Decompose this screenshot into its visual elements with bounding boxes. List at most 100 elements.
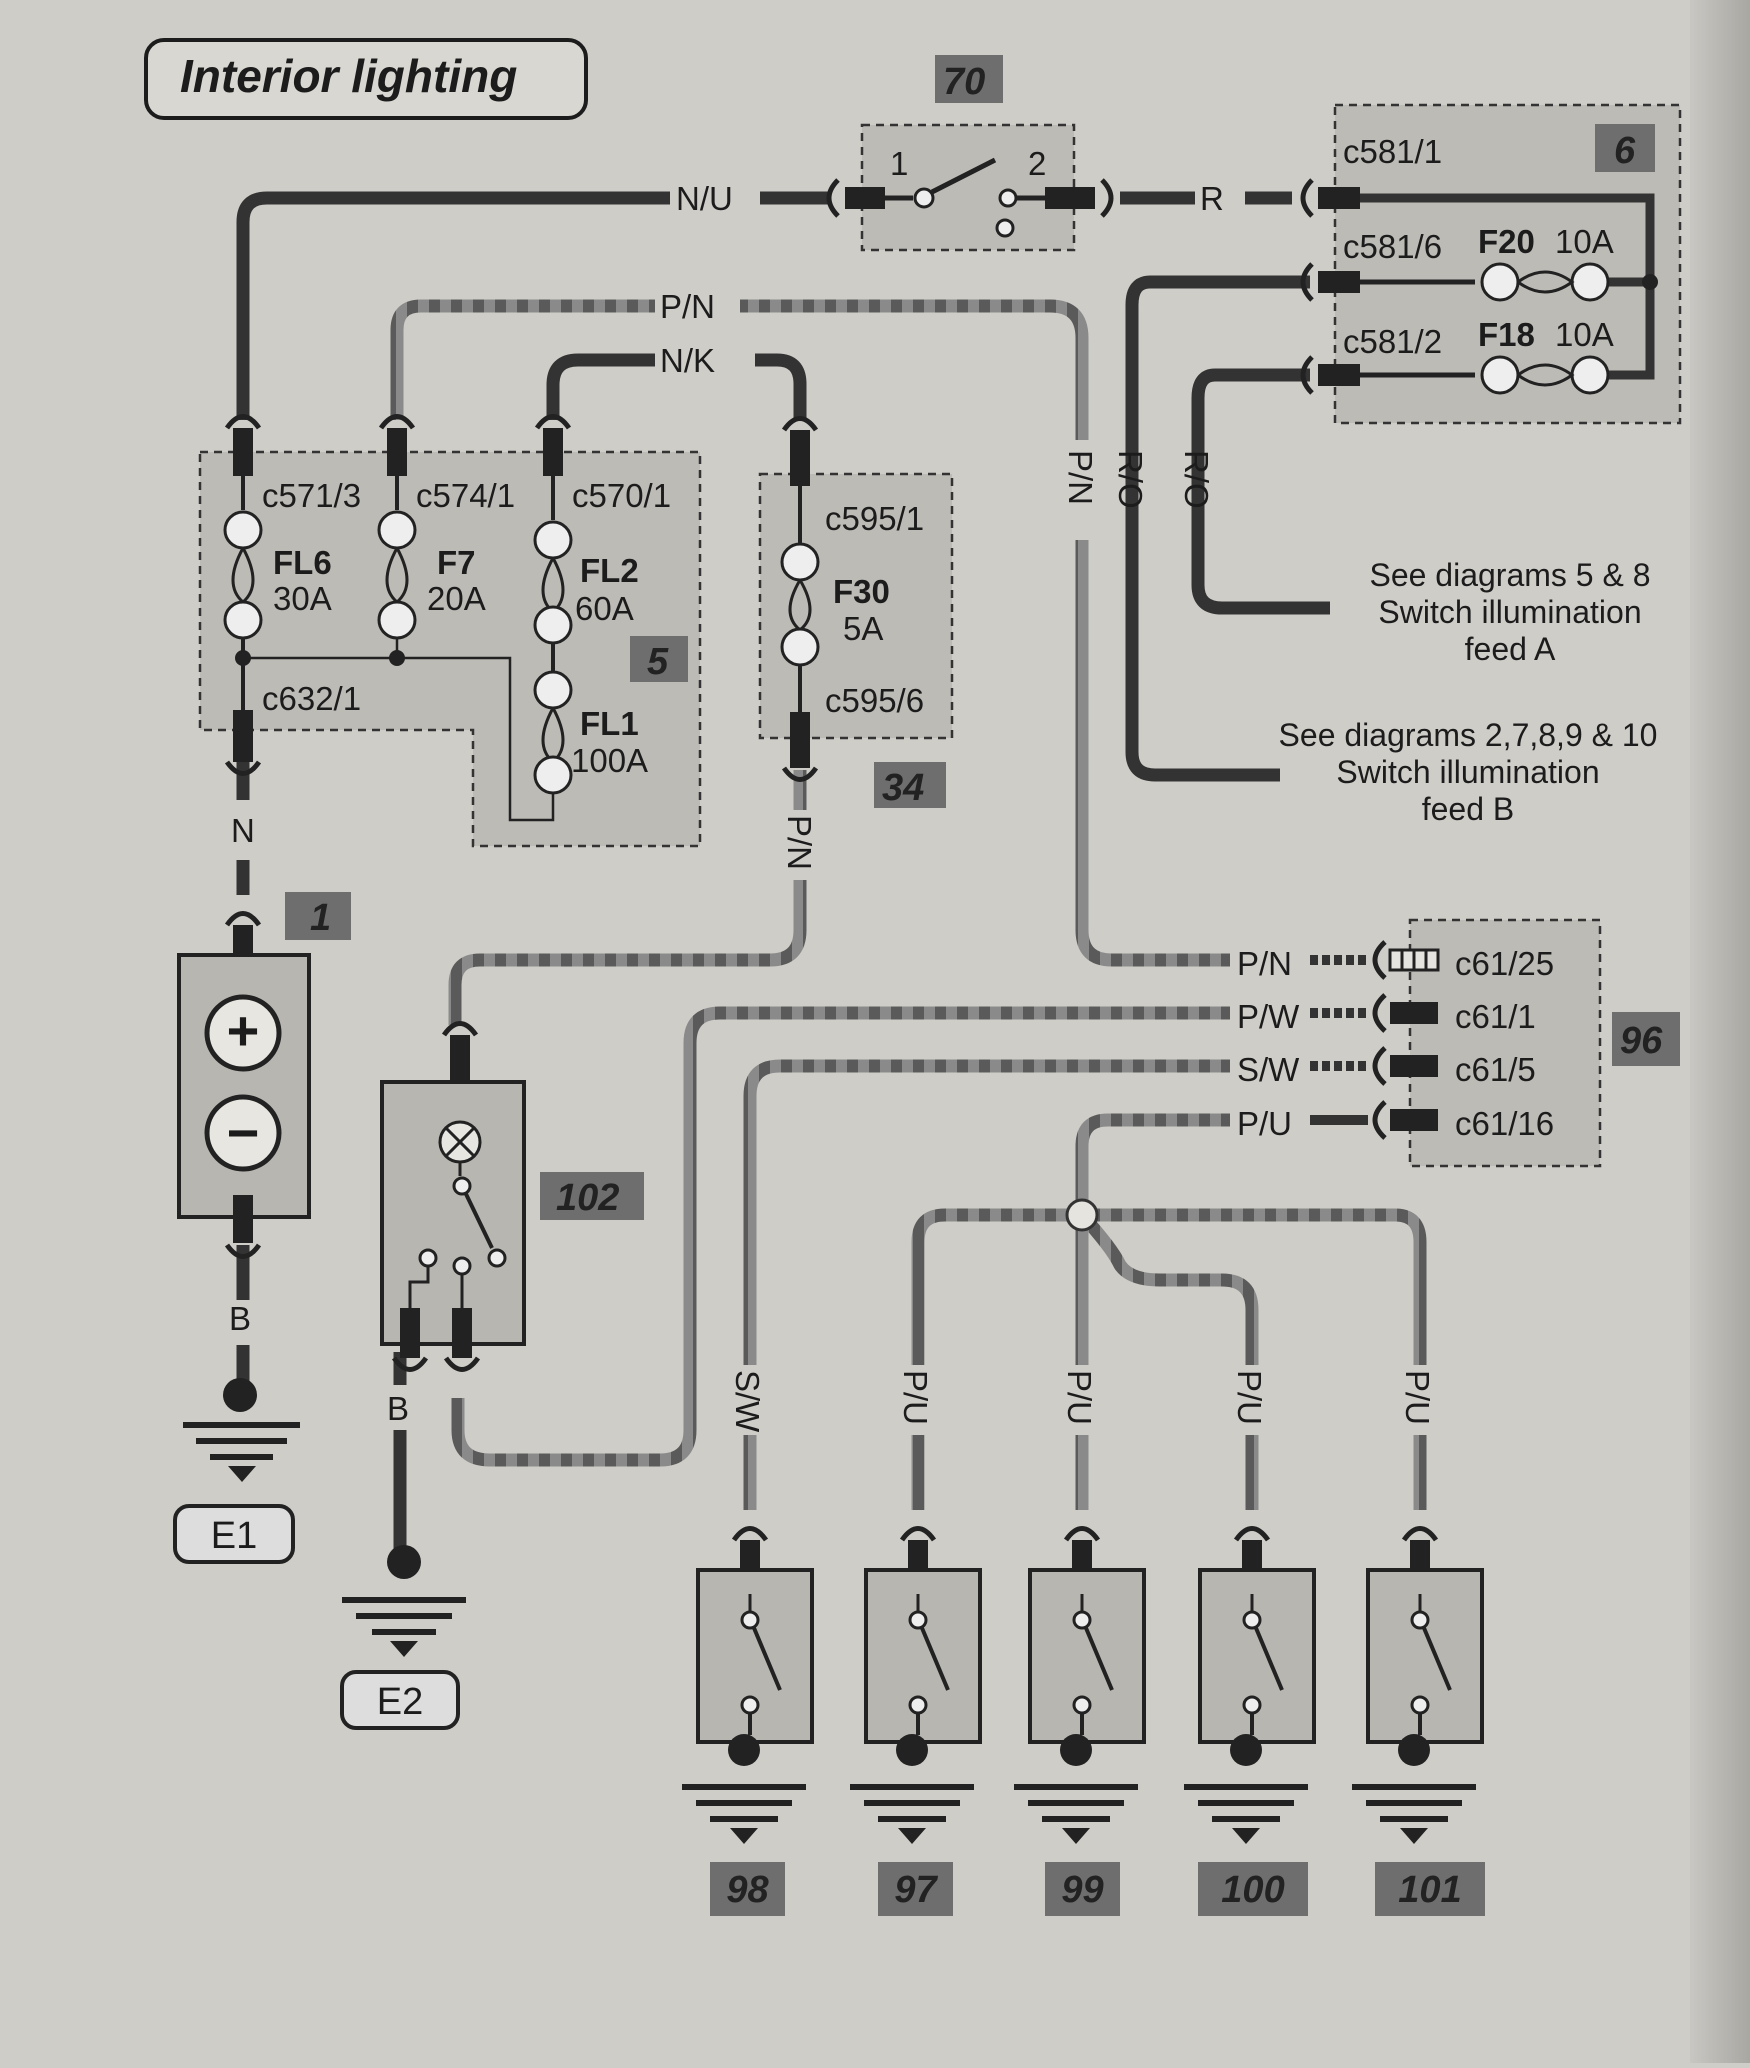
connector-c581-1: c581/1 <box>1343 133 1442 170</box>
solid-wires <box>236 191 1330 1555</box>
wire-label-ro-1: R/O <box>1112 450 1149 509</box>
fuse-f7-rating: 20A <box>427 580 486 617</box>
connector-c571-3: c571/3 <box>262 477 361 514</box>
door-switch-97: 97 <box>850 1526 982 1916</box>
door-switch-body <box>1028 1568 1146 1744</box>
striped-wires <box>390 299 1427 1510</box>
tag-70-text: 70 <box>943 61 985 103</box>
svg-text:E2: E2 <box>377 1681 423 1723</box>
svg-text:Switch illumination: Switch illumination <box>1378 594 1641 630</box>
fusebox-5: c571/3 c574/1 c570/1 c632/1 FL6 30A F7 2… <box>223 414 688 795</box>
wire-label-pn-34: P/N <box>781 815 818 870</box>
battery-1: + − 1 <box>177 892 351 1259</box>
plug-c574-1 <box>378 414 416 476</box>
fuse-f7-name: F7 <box>437 544 476 581</box>
door-switch-101: 101 <box>1352 1526 1485 1916</box>
switch-70-box <box>860 123 1076 252</box>
wire-label-sw-98: S/W <box>729 1370 766 1433</box>
connector-c61-5: c61/5 <box>1455 1051 1536 1088</box>
door-switch-100: 100 <box>1184 1526 1316 1916</box>
tag-70 <box>935 55 1003 103</box>
tag-97 <box>878 1862 953 1916</box>
feed-a-note: See diagrams 5 & 8 Switch illumination f… <box>1369 557 1650 667</box>
wire-label-pn-vertical: P/N <box>1062 450 1099 505</box>
tag-100-text: 100 <box>1221 1869 1284 1911</box>
tag-98 <box>710 1862 785 1916</box>
tag-1 <box>285 892 351 940</box>
svg-text:−: − <box>227 1101 260 1164</box>
tag-100 <box>1198 1862 1308 1916</box>
tag-6-text: 6 <box>1614 130 1636 172</box>
wire-label-pu-101: P/U <box>1399 1370 1436 1425</box>
door-switch-body <box>1366 1568 1484 1744</box>
connector-c581-6: c581/6 <box>1343 228 1442 265</box>
tag-101 <box>1375 1862 1485 1916</box>
splice-point <box>1065 1198 1099 1232</box>
connector-c581-2: c581/2 <box>1343 323 1442 360</box>
ground-terminal <box>896 1734 928 1766</box>
svg-text:See diagrams 5 & 8: See diagrams 5 & 8 <box>1369 557 1650 593</box>
wire-label-c61-25: P/N <box>1237 945 1292 982</box>
svg-text:+: + <box>227 999 260 1062</box>
wire-label-ro-2: R/O <box>1178 450 1215 509</box>
wire-label-pu-99: P/U <box>1061 1370 1098 1425</box>
plug-c570-1 <box>534 414 572 476</box>
ground-terminal <box>1398 1734 1430 1766</box>
ground-terminal <box>728 1734 760 1766</box>
fusebox-5-box <box>198 450 702 848</box>
wire-label-n: N <box>231 812 255 849</box>
tag-5-text: 5 <box>647 641 669 683</box>
wire-label-nu: N/U <box>676 180 733 217</box>
plug-c571-3 <box>224 414 262 476</box>
wire-label-nk: N/K <box>660 342 715 379</box>
module-96: P/N P/W S/W P/U c61/25 c61/1 c61/5 c61/1… <box>1232 940 1680 1142</box>
connector-c570-1: c570/1 <box>572 477 671 514</box>
wire-label-pn: P/N <box>660 288 715 325</box>
module-96-box <box>1408 918 1602 1168</box>
battery-plus-icon <box>204 994 282 1072</box>
wire-label-pu-100: P/U <box>1231 1370 1268 1425</box>
wire-label-c61-5: S/W <box>1237 1051 1300 1088</box>
wire-label-c61-1: P/W <box>1237 998 1300 1035</box>
fuse-f20-rating: 10A <box>1555 223 1614 260</box>
junction-dot <box>1642 274 1658 290</box>
fuse-fl2 <box>533 520 573 645</box>
wire-label-pu-97: P/U <box>897 1370 934 1425</box>
junction-dot <box>389 650 405 666</box>
fuse-f7 <box>377 510 417 640</box>
tag-101-text: 101 <box>1398 1869 1461 1911</box>
connector-c61-25: c61/25 <box>1455 945 1554 982</box>
fuse-f30-name: F30 <box>833 573 890 610</box>
wire-label-b-e2: B <box>387 1390 409 1427</box>
svg-text:feed A: feed A <box>1465 631 1556 667</box>
svg-text:E1: E1 <box>211 1515 257 1557</box>
door-switch-body <box>864 1568 982 1744</box>
wire-label-b-e1: B <box>229 1300 251 1337</box>
page-edge-shadow <box>1690 0 1750 2063</box>
tag-5 <box>630 636 688 682</box>
ground-e1: E1 <box>173 1378 300 1564</box>
switch-70-pin1: 1 <box>890 145 908 182</box>
door-switch-99: 99 <box>1014 1526 1146 1916</box>
tag-99 <box>1045 1862 1120 1916</box>
tag-102-text: 102 <box>556 1177 619 1219</box>
lamp-102: 102 <box>380 1021 644 1372</box>
plug-c632-1 <box>224 710 262 776</box>
fusebox-6: c581/1 c581/6 c581/2 F20 10A F18 10A 6 <box>1300 124 1655 395</box>
door-switch-body <box>1198 1568 1316 1744</box>
fuse-fl2-name: FL2 <box>580 552 639 589</box>
tag-96-text: 96 <box>1620 1020 1663 1062</box>
fuse-f18-rating: 10A <box>1555 316 1614 353</box>
tag-102 <box>540 1172 644 1220</box>
switch-70-pin2: 2 <box>1028 145 1046 182</box>
connector-c61-1: c61/1 <box>1455 998 1536 1035</box>
tag-98-text: 98 <box>726 1869 769 1911</box>
svg-text:See diagrams 2,7,8,9 & 10: See diagrams 2,7,8,9 & 10 <box>1279 717 1658 753</box>
ground-e2: E2 <box>340 1545 466 1730</box>
wire-labels: N/U R P/N N/K N B B P/N R/O R/O P/N S/W … <box>229 176 1436 1433</box>
fuse-fl2-rating: 60A <box>575 590 634 627</box>
fuse-fl1 <box>533 670 573 795</box>
